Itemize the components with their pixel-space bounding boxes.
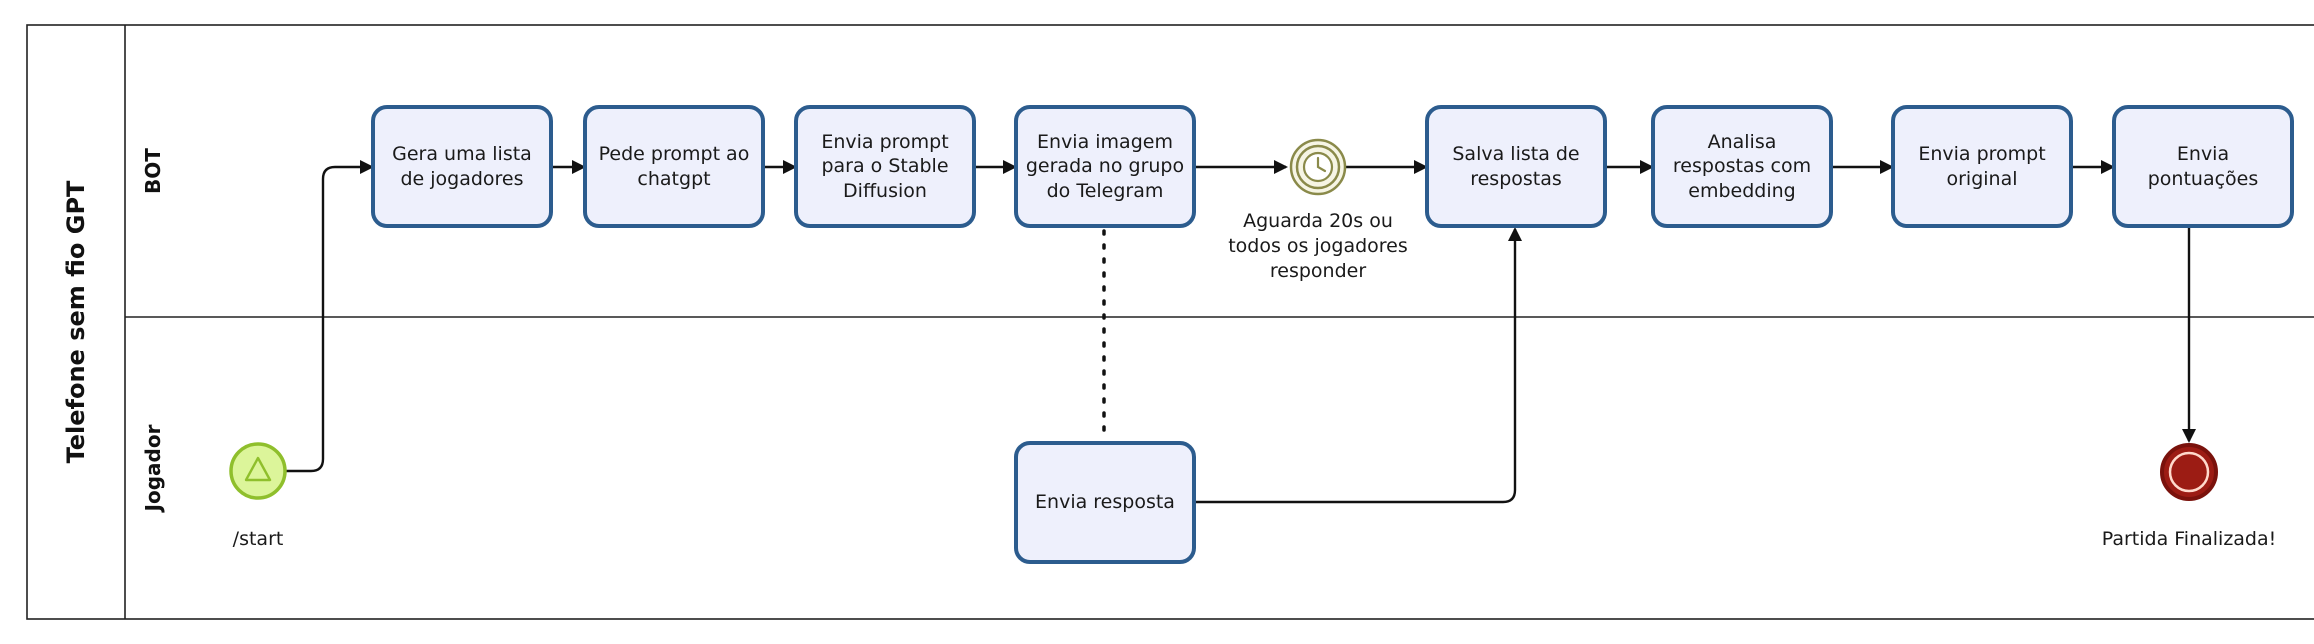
task-salva-lista[interactable]: Salva lista de respostas bbox=[1425, 105, 1607, 228]
task-label-line: Envia bbox=[2177, 143, 2229, 165]
task-label-line: Envia prompt bbox=[1918, 143, 2045, 165]
task-envia-pontuacoes[interactable]: Envia pontuações bbox=[2112, 105, 2294, 228]
task-envia-prompt-original[interactable]: Envia prompt original bbox=[1891, 105, 2073, 228]
clock-icon bbox=[1302, 151, 1334, 183]
task-label-line: Gera uma lista bbox=[392, 143, 532, 165]
lane-label-jogador: Jogador bbox=[141, 424, 165, 513]
sequence-flows bbox=[286, 160, 2196, 504]
task-label-line: gerada no grupo bbox=[1026, 155, 1184, 177]
task-label-line: para o Stable bbox=[821, 155, 948, 177]
task-label-line: embedding bbox=[1688, 180, 1795, 202]
task-label-line: pontuações bbox=[2148, 168, 2259, 190]
task-analisa[interactable]: Analisa respostas com embedding bbox=[1651, 105, 1833, 228]
timer-event[interactable] bbox=[1289, 138, 1347, 196]
task-label-line: Envia prompt bbox=[821, 131, 948, 153]
start-event[interactable] bbox=[229, 442, 287, 500]
task-label-line: Pede prompt ao bbox=[599, 143, 750, 165]
task-gera-lista[interactable]: Gera uma lista de jogadores bbox=[371, 105, 553, 228]
task-envia-imagem[interactable]: Envia imagem gerada no grupo do Telegram bbox=[1014, 105, 1196, 228]
flow-envia-resposta-to-salva-lista[interactable] bbox=[1194, 227, 1522, 504]
task-pede-prompt[interactable]: Pede prompt ao chatgpt bbox=[583, 105, 765, 228]
pool-title: Telefone sem fio GPT bbox=[62, 180, 90, 463]
task-label-line: do Telegram bbox=[1047, 180, 1164, 202]
lane-label-bot: BOT bbox=[141, 148, 165, 194]
task-label-line: original bbox=[1946, 168, 2017, 190]
start-event-label: /start bbox=[233, 528, 284, 550]
flow-start-to-gera-lista[interactable] bbox=[286, 160, 374, 473]
pool-frame bbox=[26, 24, 2314, 620]
task-label-line: Envia resposta bbox=[1035, 491, 1175, 513]
task-envia-resposta[interactable]: Envia resposta bbox=[1014, 441, 1196, 564]
task-label-line: Diffusion bbox=[843, 180, 927, 202]
triangle-icon bbox=[244, 456, 272, 482]
end-event[interactable] bbox=[2160, 443, 2218, 501]
task-label-line: respostas bbox=[1470, 168, 1562, 190]
task-envia-prompt-sd[interactable]: Envia prompt para o Stable Diffusion bbox=[794, 105, 976, 228]
task-label-line: Salva lista de bbox=[1452, 143, 1579, 165]
task-label-line: de jogadores bbox=[400, 168, 523, 190]
timer-event-label-line: Aguarda 20s ou bbox=[1243, 210, 1393, 232]
pool: Telefone sem fio GPT BOT Jogador bbox=[26, 24, 2314, 620]
task-label-line: respostas com bbox=[1673, 155, 1811, 177]
task-label-line: chatgpt bbox=[637, 168, 710, 190]
timer-event-label-line: todos os jogadores bbox=[1228, 235, 1408, 257]
timer-event-label-line: responder bbox=[1270, 260, 1366, 282]
task-label-line: Analisa bbox=[1708, 131, 1777, 153]
end-event-label: Partida Finalizada! bbox=[2102, 528, 2277, 550]
task-label-line: Envia imagem bbox=[1037, 131, 1173, 153]
